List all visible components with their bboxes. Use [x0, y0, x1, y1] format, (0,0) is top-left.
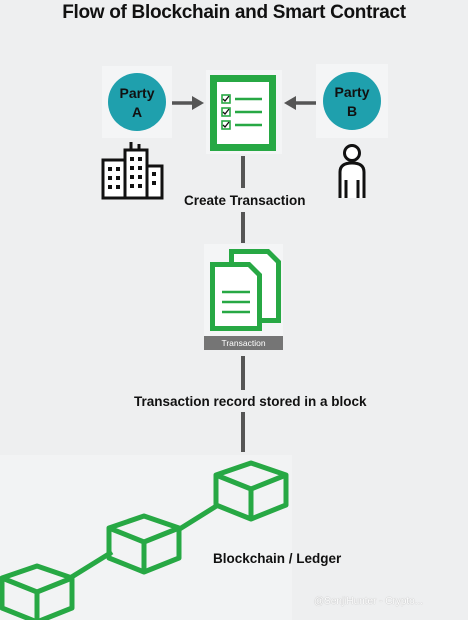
cube-icon	[213, 460, 289, 522]
watermark: @SenjiHunter - Crypto...	[314, 596, 424, 607]
transaction-tag: Transaction	[204, 336, 283, 350]
arrow-b-to-contract	[284, 96, 316, 110]
building-icon	[101, 142, 164, 200]
cube-icon	[106, 513, 182, 575]
arrow-a-to-contract	[172, 96, 204, 110]
chain-links	[68, 502, 220, 581]
party-b-node: Party B	[323, 72, 381, 130]
blockchain-panel	[0, 455, 292, 620]
documents-icon	[210, 249, 281, 331]
create-transaction-label: Create Transaction	[184, 193, 306, 208]
page-title: Flow of Blockchain and Smart Contract	[62, 2, 406, 23]
party-b-line1: Party	[334, 84, 369, 100]
party-a-node: Party A	[108, 73, 166, 131]
person-icon	[338, 144, 366, 198]
party-a-line2: A	[132, 104, 142, 120]
party-a-line1: Party	[119, 85, 154, 101]
contract-checklist-icon	[210, 75, 276, 151]
party-b-line2: B	[347, 103, 357, 119]
blockchain-ledger-label: Blockchain / Ledger	[213, 551, 342, 566]
record-stored-label: Transaction record stored in a block	[134, 394, 367, 409]
cube-icon	[0, 563, 75, 620]
